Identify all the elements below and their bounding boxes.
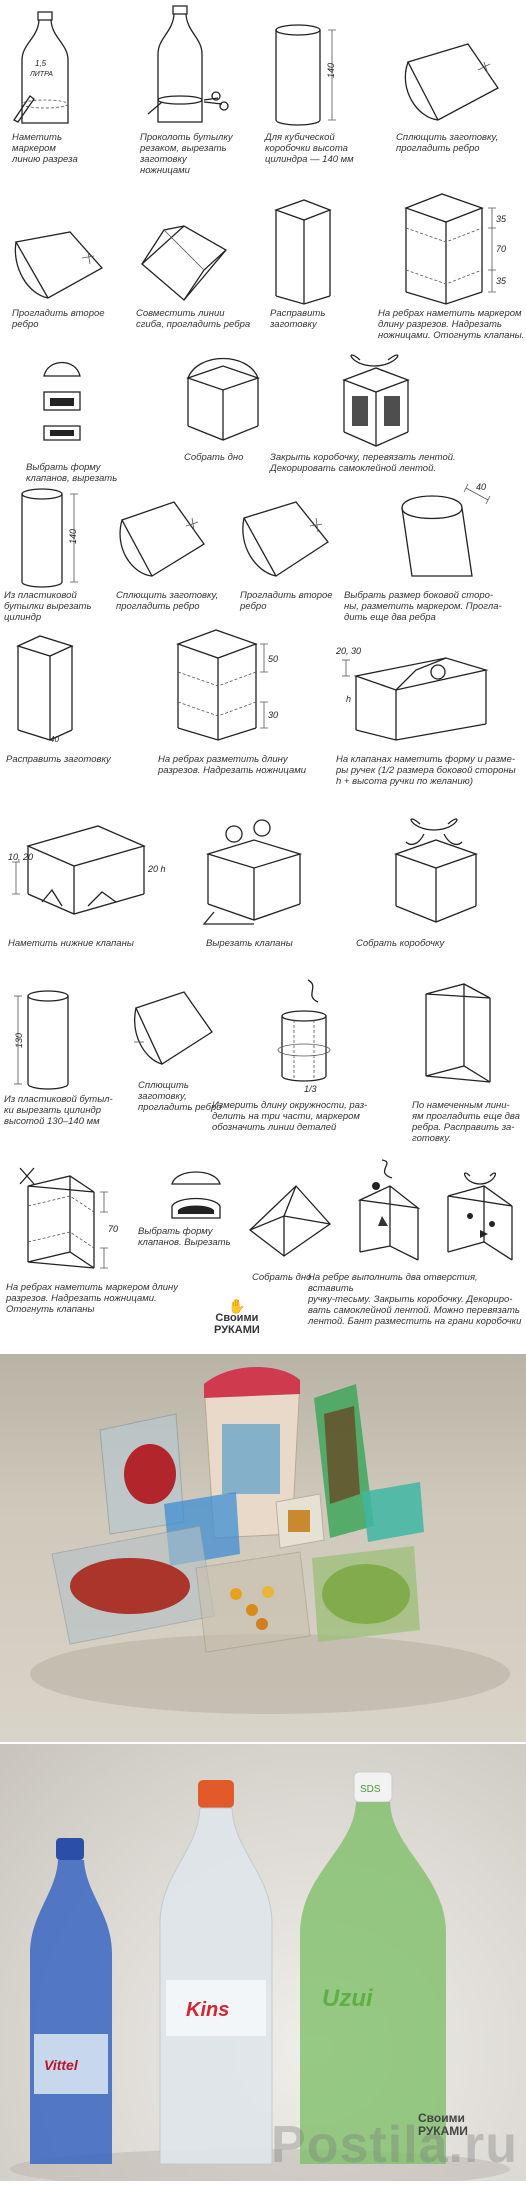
bottle3-label: Uzui xyxy=(322,1985,374,2012)
postila-watermark: Postila.ru xyxy=(271,2116,518,2174)
step-caption: Закрыть коробочку, перевязать лентой. Де… xyxy=(270,452,456,474)
flatten-tube-c-illustration xyxy=(128,988,218,1072)
step-caption: Прогладить второе ребро xyxy=(240,590,333,612)
iron-second-edge-illustration xyxy=(10,228,110,308)
step-caption: На ребрах разметить длину разрезов. Надр… xyxy=(158,754,307,776)
step-caption: На ребре выполнить два отверстия, встави… xyxy=(308,1272,522,1327)
bottle1-label: Vittel xyxy=(44,2057,79,2073)
dim-10-20-label: 10, 20 xyxy=(8,852,33,862)
cut-flaps-illustration xyxy=(194,819,314,932)
mark-bottom-flaps-illustration: 10, 20 20 h xyxy=(8,816,166,926)
cylinder-130-illustration: 130 xyxy=(14,988,84,1092)
logo-mark-icon: ✋ xyxy=(228,1298,246,1314)
svoimi-rukami-photo-logo: Своими РУКАМИ xyxy=(418,2111,468,2138)
step-caption: Прогладить второе ребро xyxy=(12,308,105,330)
bottle3-cap-label: SDS xyxy=(360,1784,381,1795)
dim-35b-label: 35 xyxy=(496,276,507,286)
flap-shapes-b-illustration xyxy=(168,1166,224,1226)
step-caption: Выбрать форму клапанов. Вырезать xyxy=(138,1226,231,1248)
align-folds-illustration xyxy=(134,210,234,308)
dim-40-label: 40 xyxy=(476,482,486,492)
bottles-photo: Vittel Kins SDS Uzui Своими РУКАМИ Posti… xyxy=(0,1744,526,2186)
finished-boxes-photo xyxy=(0,1354,526,1742)
step-caption: Для кубической коробочки высота цилиндра… xyxy=(265,132,354,165)
bottle2-label: Kins xyxy=(186,1999,229,2021)
dim-50-label: 50 xyxy=(268,654,278,664)
step-caption: Из пластиковой бутыл- ки вырезать цилинд… xyxy=(4,1094,113,1127)
dim-70b-label: 70 xyxy=(108,1224,118,1234)
assemble-handle-box-illustration xyxy=(380,806,490,930)
gift-box-ribbon-illustration xyxy=(330,346,420,452)
assemble-bottom-illustration xyxy=(178,348,268,446)
bottles-photo-drawing: Vittel Kins SDS Uzui xyxy=(10,1771,510,2186)
svg-text:40: 40 xyxy=(50,735,59,744)
measure-circumference-illustration: 1/3 xyxy=(264,976,344,1094)
flatten-tube-b-illustration xyxy=(112,498,212,584)
triangle-handle-box-illustration xyxy=(352,1156,428,1264)
boxes-photo-drawing xyxy=(30,1366,510,1714)
triangle-bottom-illustration xyxy=(240,1176,340,1266)
dim-third-label: 1/3 xyxy=(304,1084,317,1094)
flattened-tube-illustration xyxy=(398,40,508,128)
unfold-blank-illustration: 40 xyxy=(10,632,80,744)
mark-cuts-illustration: 35 70 35 xyxy=(392,188,512,308)
mark-cuts-b-illustration: 50 30 xyxy=(166,624,278,744)
dim-20-30-label: 20, 30 xyxy=(335,646,361,656)
dim-30-label: 30 xyxy=(268,710,278,720)
instruction-sheet: 10, 20 1,5 ЛИТРА Наметить маркером линию… xyxy=(4,4,525,1336)
step-caption: Сплющить заготовку, прогладить ребро xyxy=(116,590,219,612)
step-caption: Проколоть бутылку резаком, вырезать заго… xyxy=(140,132,233,176)
step-caption: Собрать дно xyxy=(252,1272,312,1283)
svg-text:20 h: 20 h xyxy=(147,864,166,874)
step-caption: Расправить заготовку xyxy=(270,308,326,330)
step-caption: Наметить маркером линию разреза xyxy=(12,132,78,165)
step-caption: Наметить нижние клапаны xyxy=(8,938,134,949)
dim-130-label: 130 xyxy=(14,1033,24,1048)
dim-35-label: 35 xyxy=(496,214,507,224)
step-caption: Сплющить заготовку, прогладить ребро xyxy=(138,1080,222,1113)
handle-flaps-illustration: 20, 30 h xyxy=(335,640,506,744)
step-caption: Выбрать форму клапанов, вырезать xyxy=(26,462,118,484)
side-size-illustration: 40 xyxy=(392,478,502,584)
step-caption: Из пластиковой бутылки вырезать цилиндр xyxy=(4,590,92,623)
step-caption: На клапанах наметить форму и разме- ры р… xyxy=(336,754,516,787)
step-caption: Расправить заготовку xyxy=(6,754,111,765)
step-caption: Измерить длину окружности, раз- делить н… xyxy=(212,1100,368,1133)
bottle-cut-illustration xyxy=(138,4,233,128)
step-caption: Сплющить заготовку, прогладить ребро xyxy=(396,132,499,154)
decorated-triangle-box-illustration xyxy=(440,1166,520,1262)
dim-h-label: h xyxy=(346,694,351,704)
flap-shapes-illustration xyxy=(40,352,84,444)
triangular-prism-illustration xyxy=(418,980,498,1090)
cylinder-140b-illustration: 140 xyxy=(14,486,90,590)
cylinder-140-illustration: 140 xyxy=(270,22,350,128)
svg-text:1,5: 1,5 xyxy=(35,59,47,68)
step-caption: Совместить линии сгиба, прогладить ребра xyxy=(136,308,251,330)
dim-140b-label: 140 xyxy=(68,529,78,544)
step-caption: Собрать коробочку xyxy=(356,938,445,949)
svg-text:ЛИТРА: ЛИТРА xyxy=(29,71,53,78)
svoimi-rukami-logo: ✋ Своими РУКАМИ xyxy=(214,1298,260,1336)
step-caption: На ребрах наметить маркером длину разрез… xyxy=(6,1282,179,1315)
dim-70-label: 70 xyxy=(496,244,506,254)
step-caption: По намеченным лини- ям прогладить еще дв… xyxy=(412,1100,520,1144)
step-caption: Вырезать клапаны xyxy=(206,938,293,949)
step-caption: Собрать дно xyxy=(184,452,244,463)
iron-second-edge-b-illustration xyxy=(236,498,336,584)
dim-140-label: 140 xyxy=(326,63,336,78)
step-caption: На ребрах наметить маркером длину разрез… xyxy=(378,308,525,341)
triangle-mark-cuts-illustration: 70 xyxy=(10,1162,120,1282)
bottle-marked-illustration: 10, 20 1,5 ЛИТРА xyxy=(10,8,80,128)
unfolded-prism-illustration xyxy=(268,196,338,308)
step-caption: Выбрать размер боковой сторо- ны, размет… xyxy=(344,590,502,623)
